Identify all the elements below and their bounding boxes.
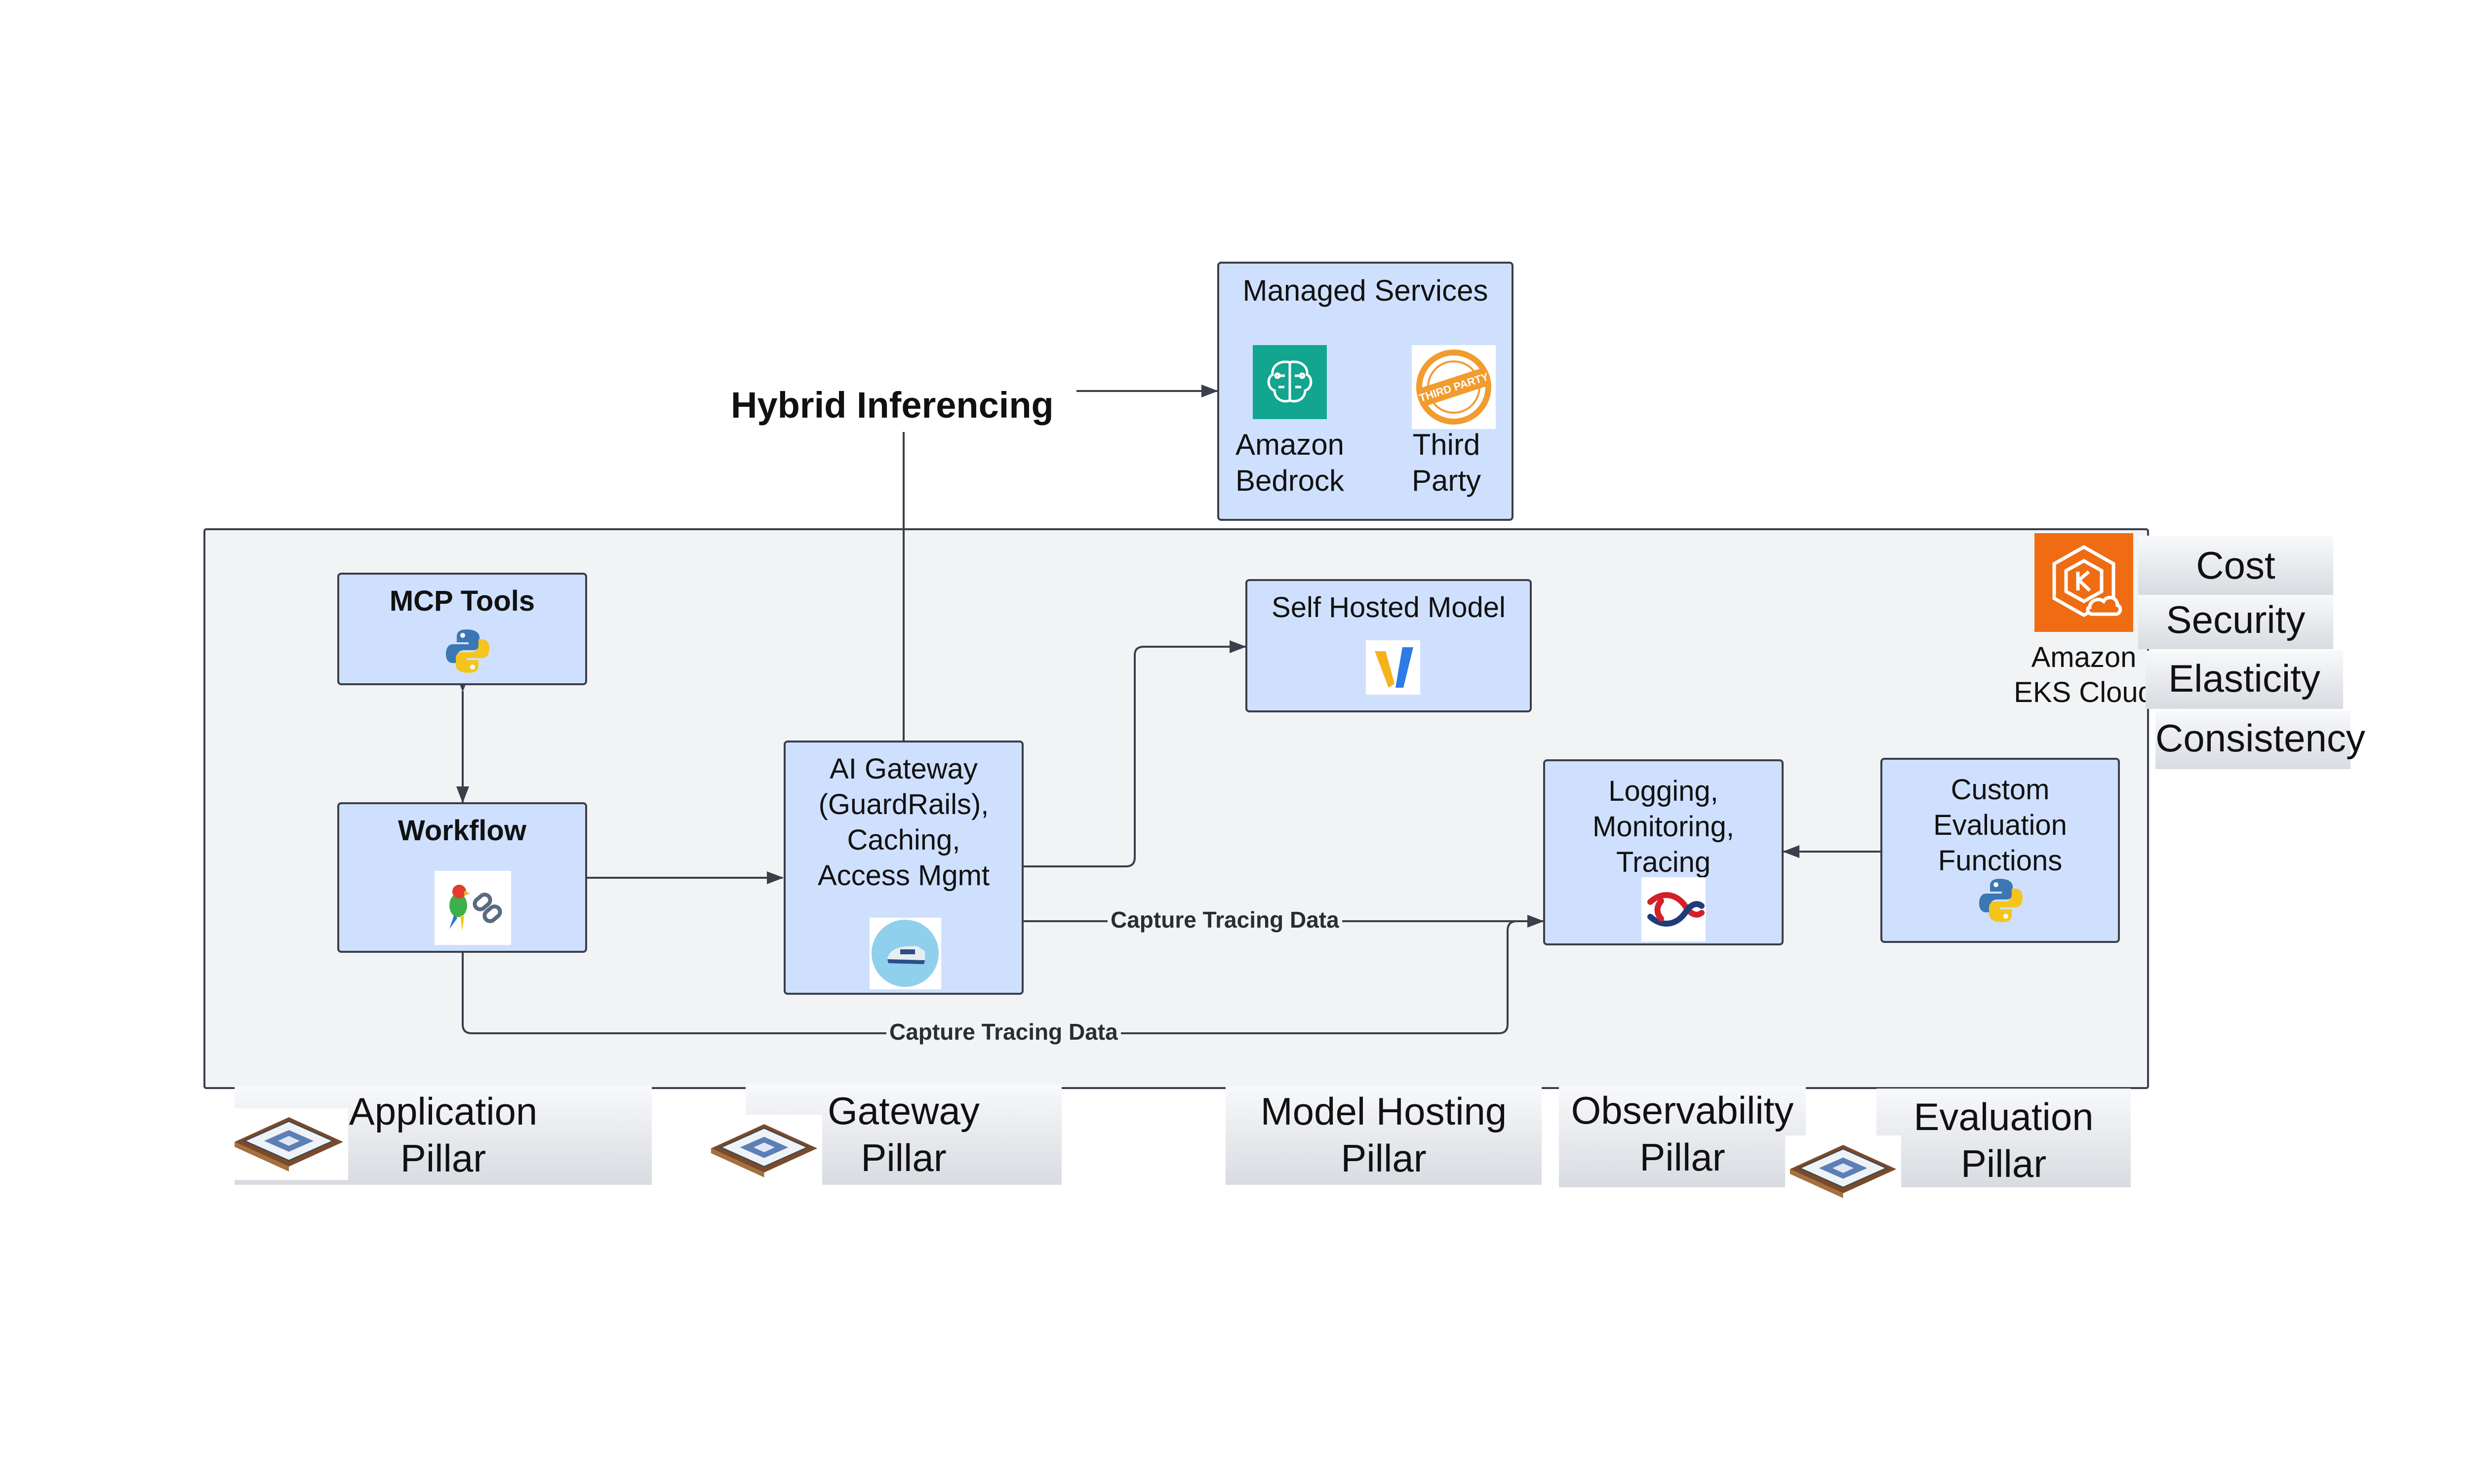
logging-line2: Monitoring, [1593,810,1734,843]
evaluation-line3: Functions [1938,844,2063,877]
evaluation-line2: Evaluation [1933,809,2067,841]
pillar-model-hosting-line1: Model Hosting [1260,1090,1507,1133]
quality-security: Security [2138,595,2333,649]
self-hosted-model-node[interactable]: Self Hosted Model [1245,579,1532,712]
pillar-application-line1: Application [349,1090,538,1133]
ai-gateway-line1: AI Gateway [830,753,978,785]
knot-icon [1641,877,1706,941]
ai-gateway-line4: Access Mgmt [817,859,990,892]
quality-elasticity: Elasticity [2146,651,2343,709]
gateway-train-icon [870,918,941,989]
ai-gateway-node[interactable]: AI Gateway (GuardRails), Caching, Access… [784,741,1024,995]
ai-gateway-title: AI Gateway (GuardRails), Caching, Access… [786,751,1022,894]
mcp-tools-title: MCP Tools [389,585,535,617]
capture-tracing-label-bottom: Capture Tracing Data [886,1018,1121,1045]
pillar-observability: Observability Pillar [1559,1086,1806,1187]
pillar-application-line2: Pillar [400,1136,486,1180]
workflow-node[interactable]: Workflow [337,802,587,953]
pillar-observability-line1: Observability [1571,1089,1794,1132]
pillar-evaluation-line1: Evaluation [1913,1095,2094,1138]
ai-gateway-line2: (GuardRails), [818,788,989,820]
eks-icon [2034,533,2133,632]
bedrock-brain-icon [1253,345,1327,419]
capture-tracing-label-top: Capture Tracing Data [1108,906,1342,933]
eks-line2: EKS Cloud [2014,676,2154,708]
bedrock-line1: Amazon [1235,428,1345,461]
custom-evaluation-node[interactable]: Custom Evaluation Functions [1880,758,2120,943]
pillar-model-hosting: Model Hosting Pillar [1226,1086,1542,1185]
pillar-evaluation-line2: Pillar [1960,1142,2047,1186]
workflow-title: Workflow [398,815,526,847]
bedrock-label: Amazon Bedrock [1219,427,1360,499]
logging-line3: Tracing [1616,846,1711,878]
v-logo-icon [1366,640,1420,695]
hybrid-inferencing-label: Hybrid Inferencing [731,385,1054,426]
third-party-line2: Party [1411,464,1481,498]
chip-icon [706,1115,822,1186]
evaluation-line1: Custom [1951,774,2050,806]
quality-consistency: Consistency [2155,711,2365,769]
pillar-evaluation: Evaluation Pillar [1876,1089,2131,1187]
ai-gateway-line3: Caching, [847,823,960,856]
managed-services-box: Managed Services Amazon Bedrock THIRD PA… [1217,262,1513,521]
third-party-stamp-icon: THIRD PARTY [1412,345,1496,429]
python-icon [1976,876,2026,925]
eks-line1: Amazon [2031,641,2137,673]
third-party-line1: Third [1412,428,1480,461]
pillar-gateway-line2: Pillar [861,1136,947,1180]
python-icon [443,626,492,676]
logging-monitoring-node[interactable]: Logging, Monitoring, Tracing [1543,759,1784,945]
edge-workflow-logging [462,920,1543,1034]
managed-services-title: Managed Services [1242,274,1488,307]
eks-label: Amazon EKS Cloud [2007,640,2160,710]
edge-gateway-selfhosted [1024,640,1246,867]
chip-icon [230,1108,348,1180]
quality-cost: Cost [2138,536,2333,595]
pillar-gateway-line1: Gateway [828,1089,980,1133]
chip-icon [1785,1135,1901,1207]
mcp-tools-node[interactable]: MCP Tools [337,573,587,685]
third-party-label: Third Party [1382,427,1511,499]
pillar-model-hosting-line2: Pillar [1341,1136,1427,1180]
self-hosted-model-title: Self Hosted Model [1272,591,1506,624]
pillar-observability-line2: Pillar [1639,1135,1725,1179]
logging-title: Logging, Monitoring, Tracing [1545,774,1782,880]
logging-line1: Logging, [1608,775,1718,807]
bedrock-line2: Bedrock [1235,464,1345,498]
evaluation-title: Custom Evaluation Functions [1882,772,2118,879]
parrot-chain-icon [435,871,511,945]
